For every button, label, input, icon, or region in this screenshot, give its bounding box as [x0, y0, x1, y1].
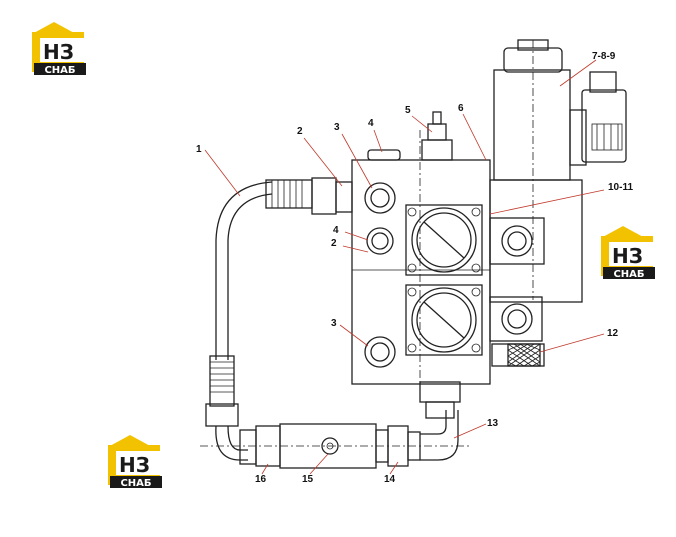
logo-bottom-left: НЗ СНАБ	[108, 435, 162, 489]
logo-caption: СНАБ	[613, 269, 644, 280]
upper-valve	[405, 204, 483, 276]
logo-letters: НЗ	[119, 453, 150, 477]
callout-13: 13	[487, 418, 499, 429]
filter-element	[491, 343, 545, 367]
callout-2-top: 2	[297, 126, 303, 137]
callout-6: 6	[458, 103, 464, 114]
leader-lines	[204, 59, 605, 475]
callout-4-top: 4	[368, 118, 374, 129]
callout-12: 12	[607, 328, 619, 339]
logo-caption: СНАБ	[44, 65, 75, 76]
top-adjust-screw	[367, 111, 453, 161]
callout-3-low: 3	[331, 318, 337, 329]
callout-5: 5	[405, 105, 411, 116]
logo-letters: НЗ	[612, 244, 643, 268]
bottom-pipe	[200, 381, 470, 469]
callout-2-mid: 2	[331, 238, 337, 249]
callout-labels: 1 2 3 4 5 6 7-8-9 10-11 4 2 3 12 13 14 1…	[196, 51, 633, 485]
callout-15: 15	[302, 474, 314, 485]
callout-4-mid: 4	[333, 225, 339, 236]
logo-caption: СНАБ	[120, 478, 151, 489]
callout-1: 1	[196, 144, 202, 155]
logo-right: НЗ СНАБ	[601, 226, 655, 280]
logo-top-left: НЗ СНАБ	[32, 22, 86, 76]
left-ports	[364, 182, 396, 368]
right-ports	[489, 217, 545, 342]
logo-letters: НЗ	[43, 40, 74, 64]
callout-14: 14	[384, 474, 396, 485]
lower-valve	[405, 284, 483, 356]
callout-10-11: 10-11	[608, 182, 633, 193]
valve-body	[351, 130, 491, 400]
callout-7-8-9: 7-8-9	[592, 51, 616, 62]
callout-16: 16	[255, 474, 267, 485]
callout-3-top: 3	[334, 122, 340, 133]
